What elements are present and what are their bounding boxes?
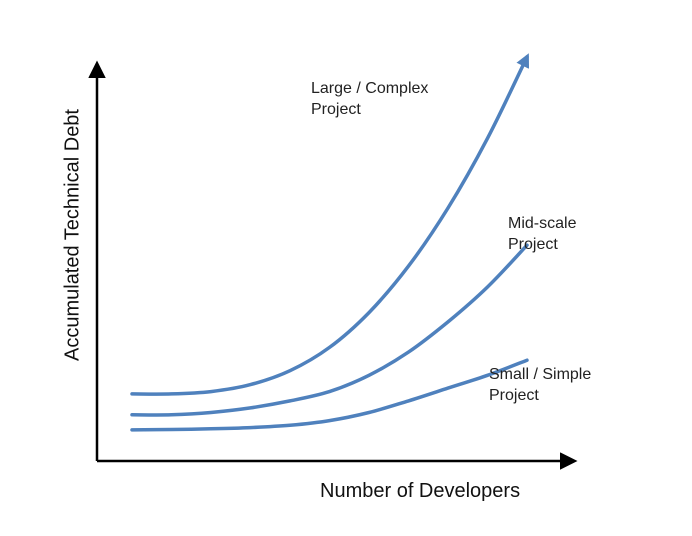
- series-line-1: [130, 53, 530, 396]
- y-axis-label: Accumulated Technical Debt: [61, 109, 84, 361]
- x-axis-label: Number of Developers: [320, 480, 521, 502]
- series-line-2: [130, 243, 529, 417]
- series-label-large-complex: Large / Complex Project: [311, 80, 429, 118]
- series-label-mid-scale: Mid-scale Project: [508, 215, 577, 253]
- series-label-small-simple: Small / Simple Project: [489, 366, 592, 404]
- series-line-3: [130, 358, 529, 432]
